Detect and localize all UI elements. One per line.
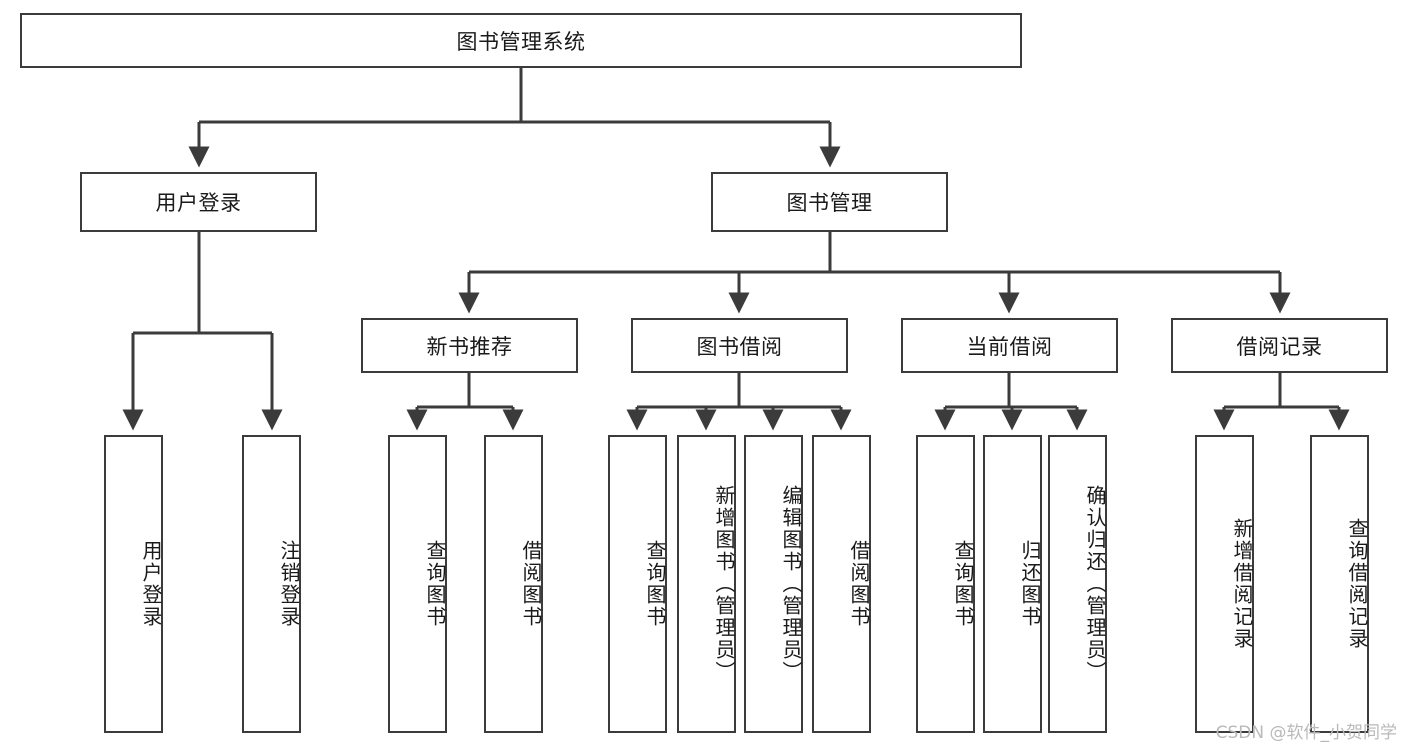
node-leaf-add-book-admin[interactable]: 新增图书（管理员）: [677, 435, 736, 733]
node-label: 当前借阅: [966, 334, 1053, 359]
node-leaf-return-book[interactable]: 归还图书: [983, 435, 1042, 733]
node-label: 借阅记录: [1236, 334, 1323, 359]
node-current-borrow[interactable]: 当前借阅: [901, 318, 1118, 373]
node-leaf-query-book-borrow[interactable]: 查询图书: [608, 435, 667, 733]
node-label: 注销登录: [277, 540, 301, 628]
node-label: 图书管理系统: [456, 29, 586, 54]
node-leaf-logout[interactable]: 注销登录: [242, 435, 301, 733]
node-leaf-user-login[interactable]: 用户登录: [104, 435, 163, 733]
node-label: 归还图书: [1018, 540, 1042, 628]
node-book-management[interactable]: 图书管理: [711, 172, 948, 232]
node-root-system[interactable]: 图书管理系统: [20, 13, 1022, 68]
node-label: 查询图书: [951, 540, 975, 628]
node-leaf-borrow-book-recommend[interactable]: 借阅图书: [484, 435, 543, 733]
node-leaf-edit-book-admin[interactable]: 编辑图书（管理员）: [744, 435, 803, 733]
node-label: 编辑图书（管理员）: [779, 485, 803, 683]
node-label: 查询借阅记录: [1345, 518, 1369, 650]
node-leaf-query-book-recommend[interactable]: 查询图书: [388, 435, 447, 733]
node-label: 查询图书: [423, 540, 447, 628]
node-label: 借阅图书: [847, 540, 871, 628]
node-leaf-query-book-current[interactable]: 查询图书: [916, 435, 975, 733]
node-leaf-query-borrow-record[interactable]: 查询借阅记录: [1310, 435, 1369, 733]
node-label: 图书管理: [786, 191, 873, 215]
node-label: 用户登录: [139, 540, 163, 628]
node-leaf-confirm-return-admin[interactable]: 确认归还（管理员）: [1048, 435, 1107, 733]
node-label: 图书借阅: [696, 334, 783, 359]
node-borrow-record[interactable]: 借阅记录: [1171, 318, 1388, 373]
node-label: 确认归还（管理员）: [1083, 485, 1107, 683]
node-label: 新增图书（管理员）: [712, 485, 736, 683]
watermark-text: CSDN @软件_小贺同学: [1215, 723, 1397, 743]
node-leaf-borrow-book[interactable]: 借阅图书: [812, 435, 871, 733]
node-book-borrow[interactable]: 图书借阅: [631, 318, 848, 373]
node-new-book-recommend[interactable]: 新书推荐: [361, 318, 578, 373]
node-label: 新增借阅记录: [1230, 518, 1254, 650]
node-label: 用户登录: [155, 191, 242, 215]
node-label: 借阅图书: [519, 540, 543, 628]
node-leaf-add-borrow-record[interactable]: 新增借阅记录: [1195, 435, 1254, 733]
node-label: 查询图书: [643, 540, 667, 628]
node-user-login[interactable]: 用户登录: [80, 172, 317, 232]
node-label: 新书推荐: [426, 334, 513, 359]
